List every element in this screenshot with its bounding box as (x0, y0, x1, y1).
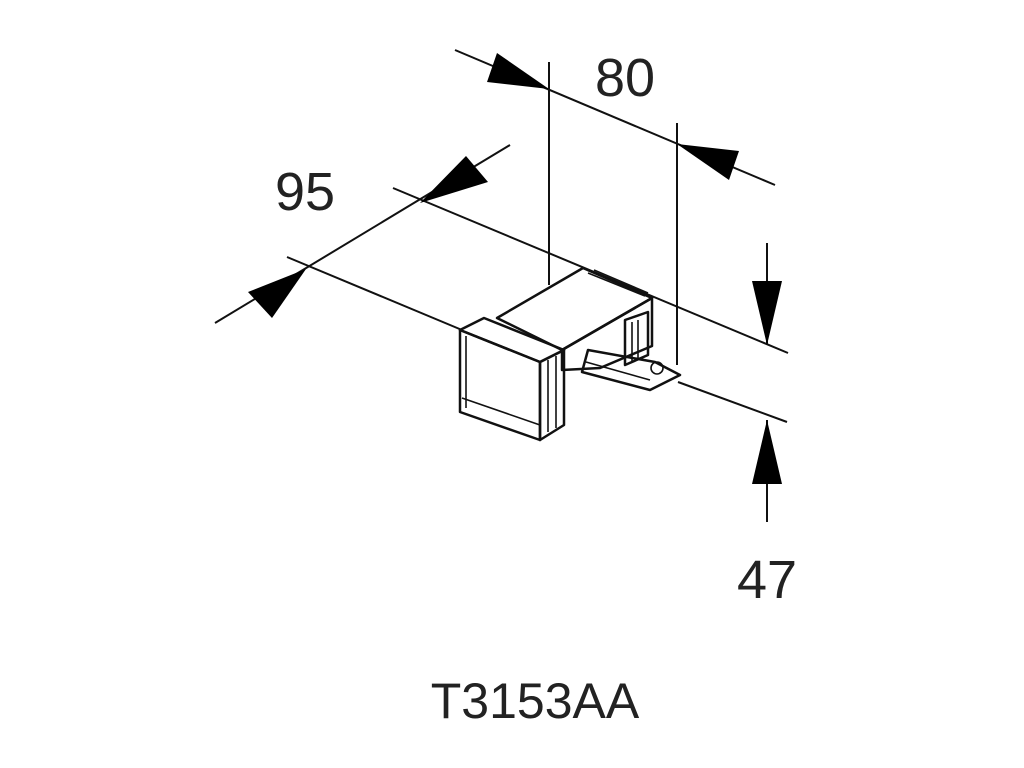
dim-depth-arrow-front (248, 269, 306, 318)
hook-product (458, 266, 682, 442)
end-cap-bottom-band (461, 397, 541, 426)
wall-bracket (623, 310, 650, 367)
dimension-depth: 95 (214, 144, 789, 354)
dim-height-arrow-top (752, 281, 782, 345)
hook-arm-bevel (587, 272, 646, 297)
hook-arm-bevel-2 (593, 269, 649, 294)
dim-height-extension-bottom (677, 381, 788, 423)
end-cap-front (458, 328, 542, 442)
dim-width-arrow-right (677, 144, 739, 180)
dim-width-arrow-left (487, 53, 549, 89)
mounting-plate-edge (585, 361, 651, 381)
dim-height-arrow-bottom (752, 420, 782, 484)
hook-arm-top (495, 266, 654, 352)
dim-depth-arrow-back (420, 156, 488, 203)
dim-depth-extension-front (286, 256, 463, 331)
dim-height-label: 47 (737, 550, 797, 610)
mounting-screw-hole (650, 361, 664, 375)
dimension-width: 80 (454, 48, 776, 365)
end-cap-side (538, 348, 566, 442)
dim-depth-label: 95 (275, 162, 335, 222)
dim-width-label: 80 (595, 48, 655, 108)
model-code: T3153AA (431, 673, 640, 729)
dimension-height: 47 (677, 243, 797, 610)
